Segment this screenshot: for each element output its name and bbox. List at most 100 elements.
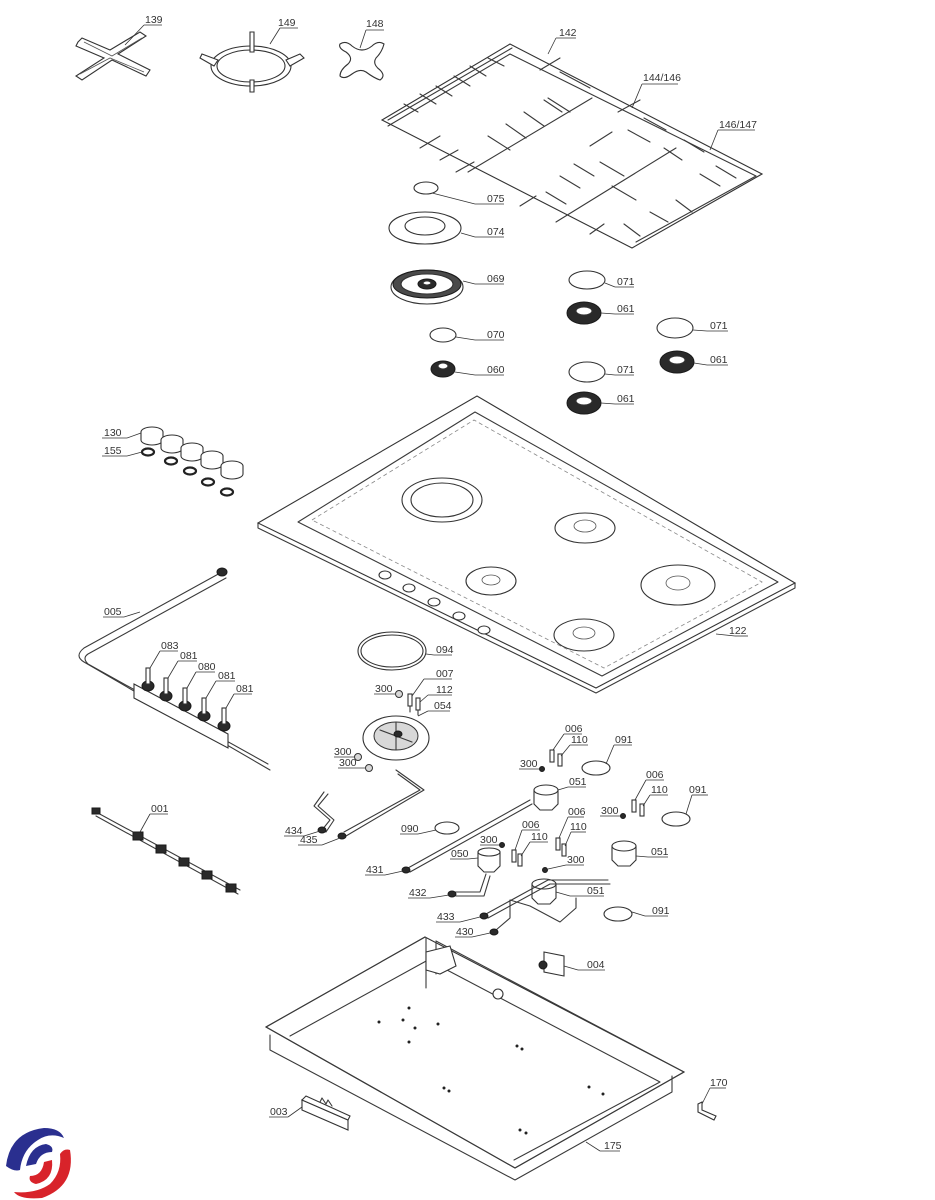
label-051-b: 051 (651, 846, 669, 858)
part-300-screw-e (620, 813, 626, 819)
label-432: 432 (409, 887, 427, 899)
part-006-thermocouple-c (555, 837, 561, 851)
label-139: 139 (145, 14, 163, 26)
label-083: 083 (161, 640, 179, 652)
label-175: 175 (604, 1140, 622, 1152)
part-050-aux-burner-body (477, 847, 501, 873)
part-300-screw-b (354, 753, 362, 761)
part-069-triple-crown-burner (390, 269, 464, 305)
label-004: 004 (587, 959, 605, 971)
part-110-spark-plug-a (557, 753, 563, 767)
label-081-a: 081 (180, 650, 198, 662)
part-148-adapter (339, 41, 385, 81)
part-004-spark-generator (538, 951, 565, 977)
label-300-c: 300 (339, 757, 357, 769)
part-170-fixing-clip (697, 1101, 717, 1121)
label-122: 122 (729, 625, 747, 637)
label-006-b: 006 (646, 769, 664, 781)
label-050: 050 (451, 848, 469, 860)
label-001: 001 (151, 803, 169, 815)
part-091-thermocouple-clip-b (661, 811, 691, 827)
part-071-cap-b (656, 317, 694, 339)
label-300-f: 300 (480, 834, 498, 846)
part-006-thermocouple-b (631, 799, 637, 813)
label-069: 069 (487, 273, 505, 285)
part-061-burner-head-b (659, 350, 695, 374)
label-146-147: 146/147 (719, 119, 757, 131)
part-061-burner-head-a (566, 301, 602, 325)
part-110-spark-plug-d (517, 853, 523, 867)
part-091-thermocouple-clip-c (603, 906, 633, 922)
label-060: 060 (487, 364, 505, 376)
part-074-outer-cap (388, 211, 462, 245)
part-075-inner-cap (413, 181, 439, 195)
label-006-a: 006 (565, 723, 583, 735)
part-122-hob-top-plate (256, 395, 797, 694)
part-003-bracket (301, 1095, 351, 1131)
part-300-screw-c (365, 764, 373, 772)
label-054: 054 (434, 700, 452, 712)
part-434-gas-pipe (313, 791, 335, 834)
label-110-b: 110 (651, 784, 668, 796)
part-112-spark-plug (415, 697, 421, 716)
label-074: 074 (487, 226, 505, 238)
part-090-thermocouple-clip (434, 821, 460, 835)
part-300-screw-f (499, 842, 505, 848)
label-007: 007 (436, 668, 454, 680)
part-001-ignition-harness (91, 807, 241, 895)
label-110-c: 110 (570, 821, 587, 833)
label-170: 170 (710, 1077, 728, 1089)
label-071-b: 071 (710, 320, 728, 332)
label-075: 075 (487, 193, 505, 205)
part-071-cap-a (568, 270, 606, 290)
label-434: 434 (285, 825, 303, 837)
part-175-bottom-casing (264, 936, 686, 1181)
part-139-cross-trivet (74, 31, 151, 81)
label-130: 130 (104, 427, 122, 439)
part-149-wok-ring (199, 31, 305, 93)
part-300-screw-a (395, 690, 403, 698)
label-094: 094 (436, 644, 454, 656)
label-110-a: 110 (571, 734, 588, 746)
label-051-a: 051 (569, 776, 587, 788)
label-061-c: 061 (617, 393, 635, 405)
part-300-screw-d (539, 766, 545, 772)
label-081-c: 081 (236, 683, 254, 695)
part-070-aux-cap (429, 327, 457, 343)
label-091-c: 091 (652, 905, 670, 917)
part-060-aux-burner-head (430, 360, 456, 378)
part-142-pan-support-grid (380, 43, 764, 249)
part-006-thermocouple-a (549, 749, 555, 763)
part-300-screw-g (542, 867, 548, 873)
part-431-gas-pipe (401, 799, 533, 874)
label-433: 433 (437, 911, 455, 923)
label-071-c: 071 (617, 364, 635, 376)
part-051-burner-body-b (611, 840, 637, 867)
part-130-control-knobs (140, 426, 244, 480)
part-430-gas-pipe (489, 897, 577, 936)
label-300-g: 300 (567, 854, 585, 866)
label-155: 155 (104, 445, 122, 457)
label-003: 003 (270, 1106, 288, 1118)
label-091-b: 091 (689, 784, 707, 796)
label-112: 112 (436, 684, 453, 696)
valve-manifold-assembly (133, 667, 231, 749)
part-051-burner-body-a (533, 784, 559, 811)
part-091-thermocouple-clip-a (581, 760, 611, 776)
label-006-d: 006 (522, 819, 540, 831)
part-061-burner-head-c (566, 391, 602, 415)
label-051-c: 051 (587, 885, 605, 897)
part-432-gas-pipe (447, 873, 491, 898)
part-006-thermocouple-d (511, 849, 517, 863)
label-006-c: 006 (568, 806, 586, 818)
label-300-b: 300 (334, 746, 352, 758)
label-110-d: 110 (531, 831, 548, 843)
label-090: 090 (401, 823, 419, 835)
label-061-a: 061 (617, 303, 635, 315)
label-144-146: 144/146 (643, 72, 681, 84)
part-155-knob-bezels (140, 447, 235, 497)
label-149: 149 (278, 17, 296, 29)
label-070: 070 (487, 329, 505, 341)
part-435-gas-pipe (337, 769, 425, 840)
